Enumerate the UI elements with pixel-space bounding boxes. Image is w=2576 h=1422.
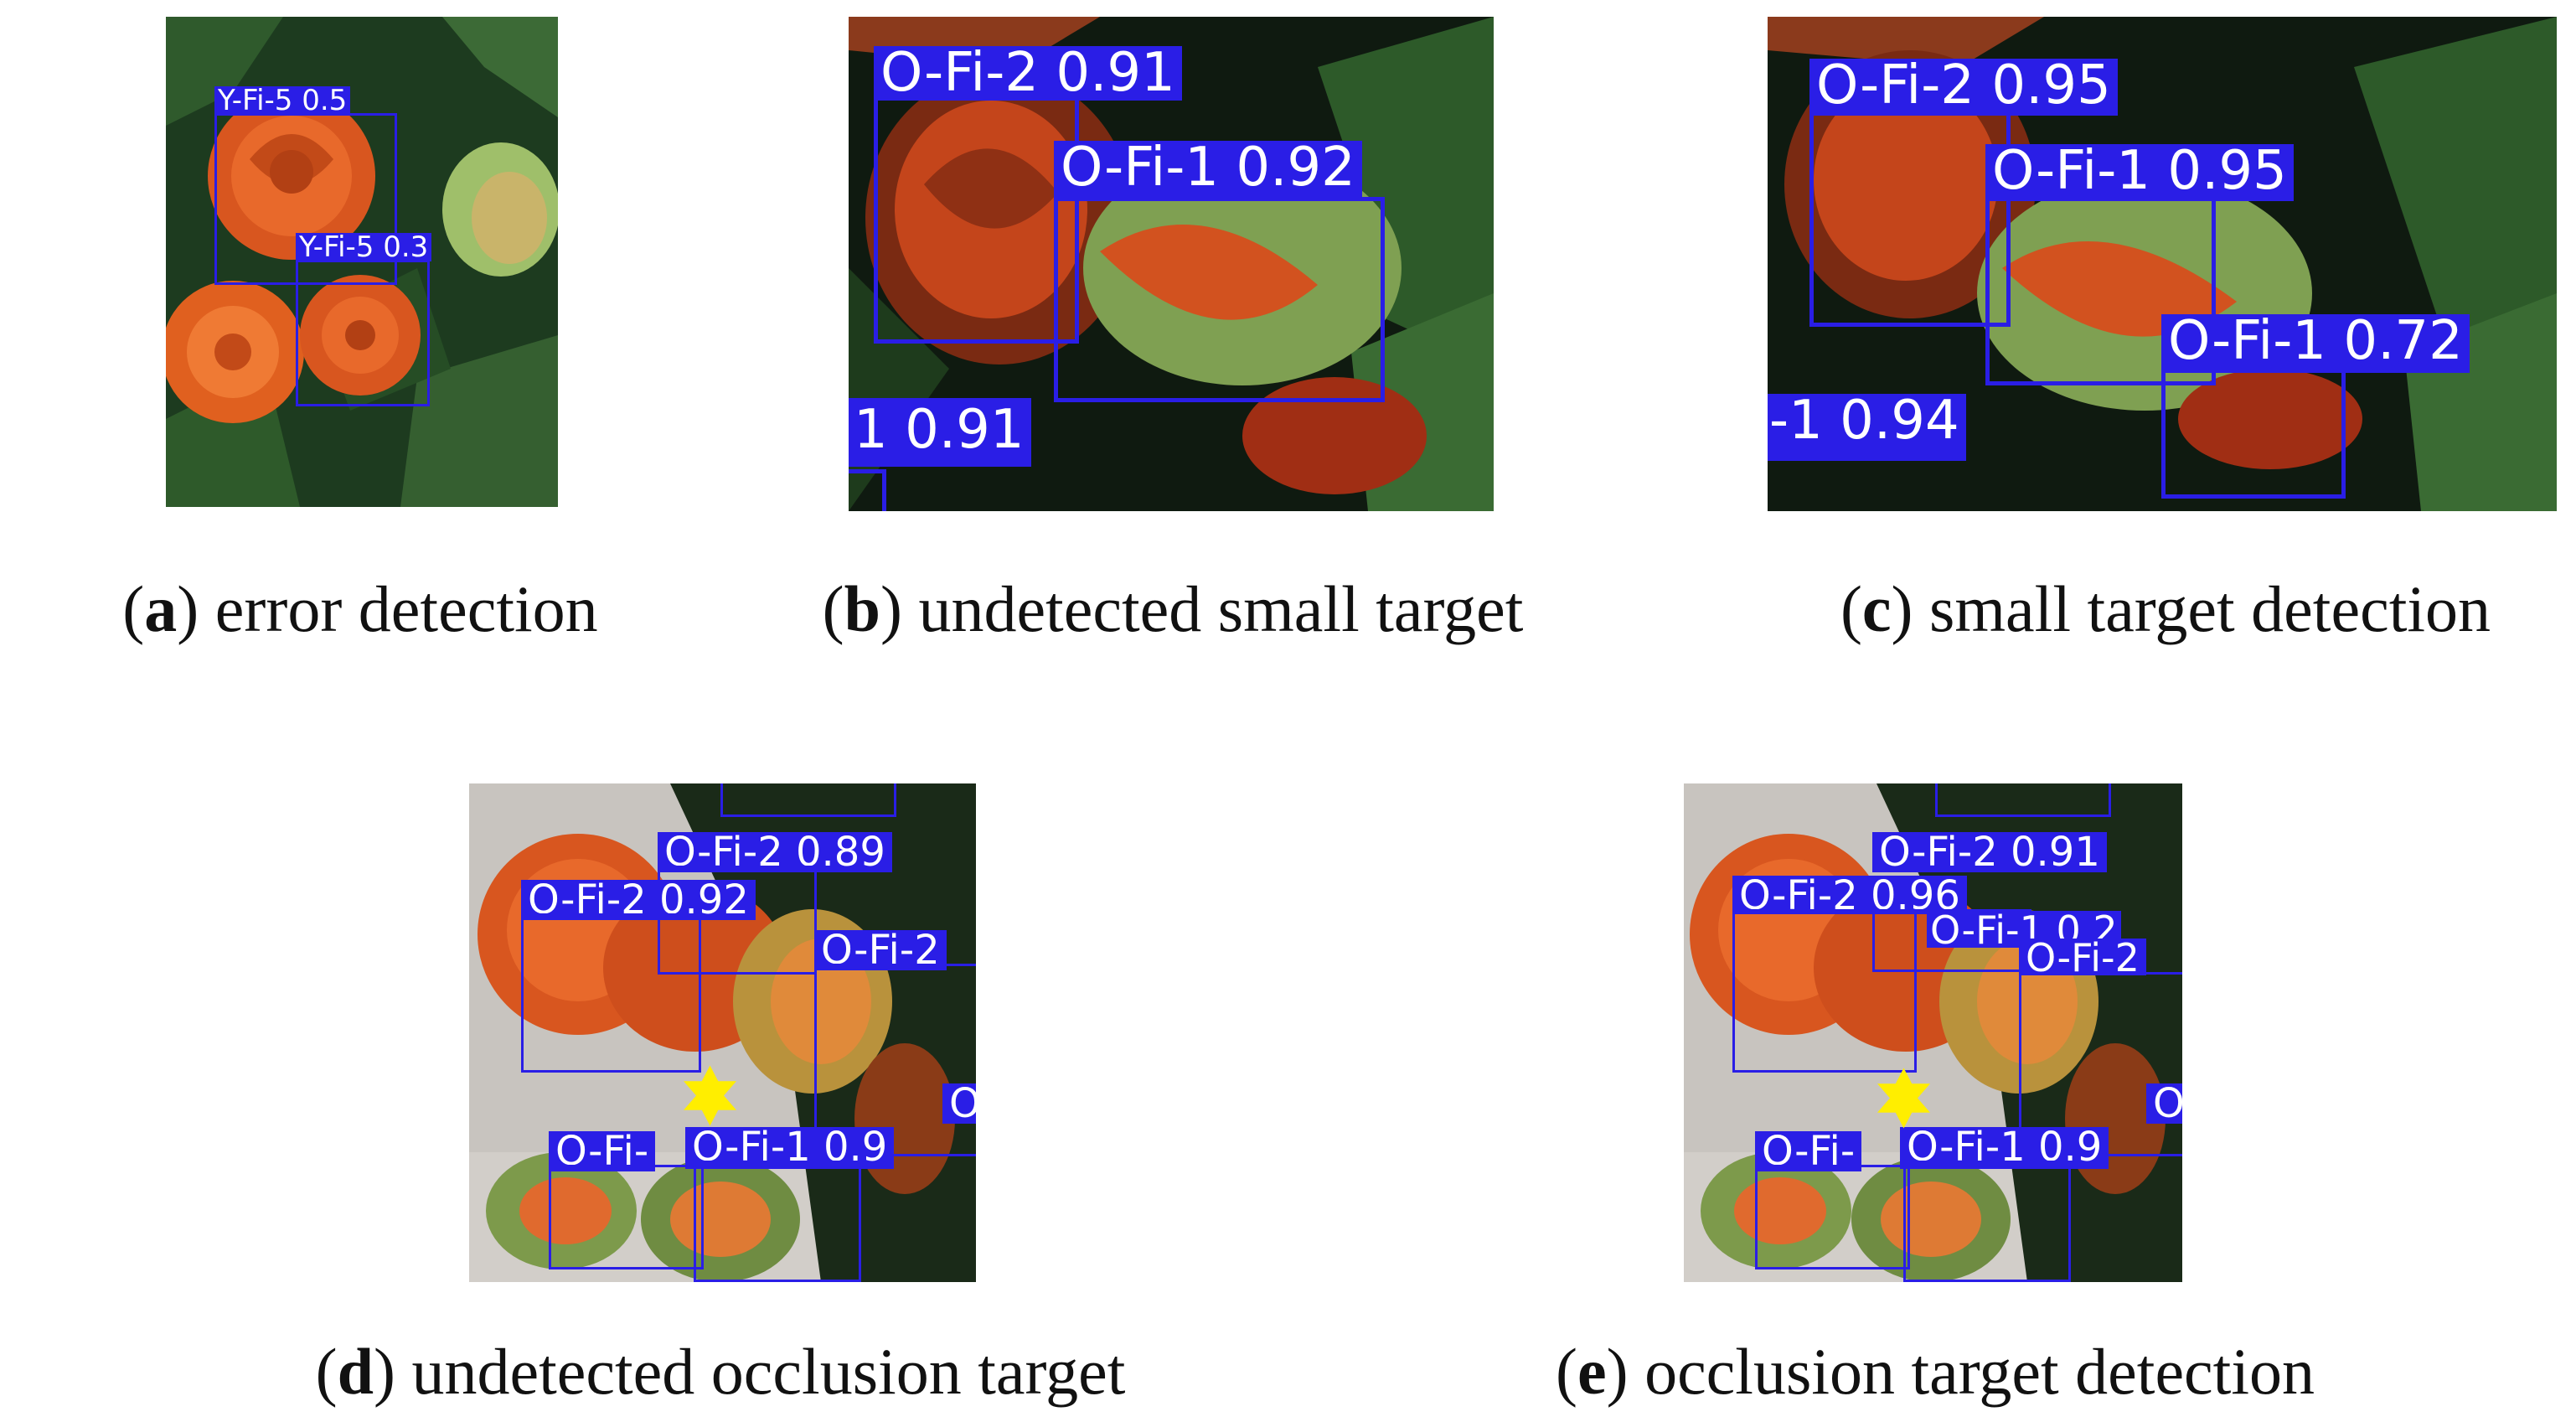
rose-photo-a (166, 17, 558, 507)
caption-b: (b) undetected small target (822, 572, 1524, 645)
caption-letter: d (337, 1335, 374, 1408)
detection-box (549, 1165, 704, 1269)
detection-label: O-Fi-1 0.72 (2161, 314, 2470, 373)
detection-label: O-Fi-1 0.92 (1054, 141, 1362, 201)
detection-label: O-Fi-2 (2019, 939, 2146, 975)
detection-label: Y-Fi-5 0.5 (214, 86, 351, 115)
caption-text: undetected small target (918, 572, 1524, 645)
caption-letter: b (844, 572, 880, 645)
caption-c: (c) small target detection (1840, 572, 2491, 645)
photo-panel-b: O-Fi-2 0.91 O-Fi-1 0.92 1 0.91 (849, 17, 1494, 511)
caption-letter: e (1577, 1335, 1607, 1408)
caption-letter: a (144, 572, 178, 645)
star-marker-icon (1877, 1068, 1930, 1129)
photo-panel-e: O-Fi-2 0.91 O-Fi-2 0.96 O-Fi-1 0.2 O-Fi-… (1684, 783, 2182, 1282)
photo-panel-d: O-Fi-2 0.89 O-Fi-2 0.92 O-Fi-2 O O-Fi- O… (469, 783, 976, 1282)
detection-label: O-Fi-2 0.95 (1809, 59, 2118, 116)
detection-label: O-Fi-2 0.91 (1872, 832, 2107, 872)
caption-e: (e) occlusion target detection (1555, 1335, 2315, 1408)
detection-box (2161, 360, 2346, 499)
detection-box (720, 783, 896, 817)
detection-label: O-Fi-2 0.96 (1732, 876, 1967, 914)
detection-box (1809, 101, 2011, 327)
detection-box (1935, 783, 2111, 817)
detection-label: 1 0.91 (849, 398, 1031, 467)
detection-box (1903, 1161, 2071, 1282)
detection-box (1755, 1165, 1910, 1269)
detection-label: Y-Fi-5 0.3 (296, 233, 432, 261)
detection-label: -1 0.94 (1768, 394, 1966, 461)
caption-text: undetected occlusion target (411, 1335, 1126, 1408)
detection-box (296, 260, 430, 406)
detection-label: O (942, 1083, 976, 1124)
caption-text: small target detection (1929, 572, 2491, 645)
star-marker-icon (684, 1065, 736, 1126)
detection-box (521, 913, 701, 1073)
detection-box (1054, 197, 1385, 402)
detection-box (1732, 909, 1917, 1073)
caption-letter: c (1861, 572, 1892, 645)
caption-text: error detection (214, 572, 598, 645)
photo-panel-c: O-Fi-2 0.95 O-Fi-1 0.95 O-Fi-1 0.72 -1 0… (1768, 17, 2557, 511)
caption-a: (a) error detection (122, 572, 598, 645)
caption-d: (d) undetected occlusion target (315, 1335, 1126, 1408)
detection-box (849, 469, 886, 511)
detection-box (874, 88, 1079, 344)
detection-label: O-Fi-2 0.91 (874, 46, 1182, 101)
photo-panel-a: Y-Fi-5 0.5 Y-Fi-5 0.3 (166, 17, 558, 507)
detection-box (814, 964, 976, 1156)
detection-box (658, 866, 817, 975)
detection-label: O-Fi-1 0.95 (1985, 144, 2294, 201)
detection-label: O (2146, 1083, 2182, 1124)
caption-text: occlusion target detection (1644, 1335, 2315, 1408)
detection-box (694, 1161, 861, 1282)
